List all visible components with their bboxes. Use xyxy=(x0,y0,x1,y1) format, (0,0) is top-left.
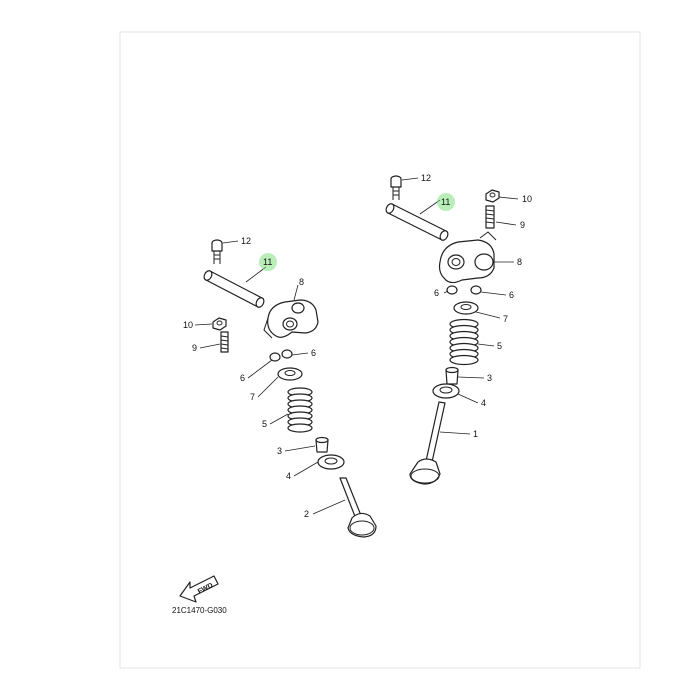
drawing-sheet xyxy=(119,31,641,669)
callout-3-right: 3 xyxy=(487,373,492,383)
rocker-arm-8-left xyxy=(263,299,319,339)
valve-spring-5-left xyxy=(287,387,313,433)
callout-3-left: 3 xyxy=(277,446,282,456)
spring-seat-4-left xyxy=(317,454,345,470)
adjusting-screw-9-left xyxy=(220,331,229,353)
valve-cotters-6-left xyxy=(269,349,293,362)
spring-seat-4-right xyxy=(432,383,460,399)
rocker-arm-8-right xyxy=(438,231,497,284)
drawing-code: 21C1470-G030 xyxy=(172,606,227,615)
callout-9-left: 9 xyxy=(192,343,197,353)
rocker-shaft-11-left xyxy=(203,270,265,308)
highlight-marker-left xyxy=(259,253,277,271)
left-valve-assembly xyxy=(203,239,377,538)
callout-2-left: 2 xyxy=(304,509,309,519)
locknut-10-right xyxy=(485,189,500,203)
callout-6a-right: 6 xyxy=(434,288,439,298)
valve-cotters-6-right xyxy=(446,285,482,295)
spring-retainer-7-left xyxy=(277,367,303,381)
leader-lines xyxy=(194,177,519,515)
valve-spring-5-right xyxy=(449,318,479,366)
exhaust-valve-2-left xyxy=(339,477,377,538)
bolt-12-right xyxy=(390,175,402,200)
callout-12-right: 12 xyxy=(421,173,431,183)
callout-5-left: 5 xyxy=(262,419,267,429)
callout-6a-left: 6 xyxy=(311,348,316,358)
callout-9-right: 9 xyxy=(520,220,525,230)
callout-labels: 12 11 8 10 9 6 6 7 5 3 4 2 12 11 10 9 8 … xyxy=(183,173,532,519)
spring-retainer-7-right xyxy=(453,301,479,315)
stem-seal-3-right xyxy=(445,366,459,385)
callout-1-right: 1 xyxy=(473,429,478,439)
right-valve-assembly xyxy=(385,175,500,485)
callout-10-right: 10 xyxy=(522,194,532,204)
callout-8-right: 8 xyxy=(517,257,522,267)
callout-7-right: 7 xyxy=(503,314,508,324)
callout-6b-left: 6 xyxy=(240,373,245,383)
callout-12-left: 12 xyxy=(241,236,251,246)
callout-7-left: 7 xyxy=(250,392,255,402)
callout-11-left: 11 xyxy=(263,257,272,267)
rocker-shaft-11-right xyxy=(385,203,449,241)
callout-10-left: 10 xyxy=(183,320,193,330)
callout-4-right: 4 xyxy=(481,398,486,408)
intake-valve-1-right xyxy=(409,401,446,485)
bolt-12-left xyxy=(211,239,223,264)
callout-8-left: 8 xyxy=(299,277,304,287)
callout-4-left: 4 xyxy=(286,471,291,481)
callout-6b-right: 6 xyxy=(509,290,514,300)
stem-seal-3-left xyxy=(315,436,329,453)
callout-11-right: 11 xyxy=(441,197,450,207)
adjusting-screw-9-right xyxy=(485,205,495,229)
callout-5-right: 5 xyxy=(497,341,502,351)
highlight-marker-right xyxy=(437,193,455,211)
locknut-10-left xyxy=(212,317,227,331)
